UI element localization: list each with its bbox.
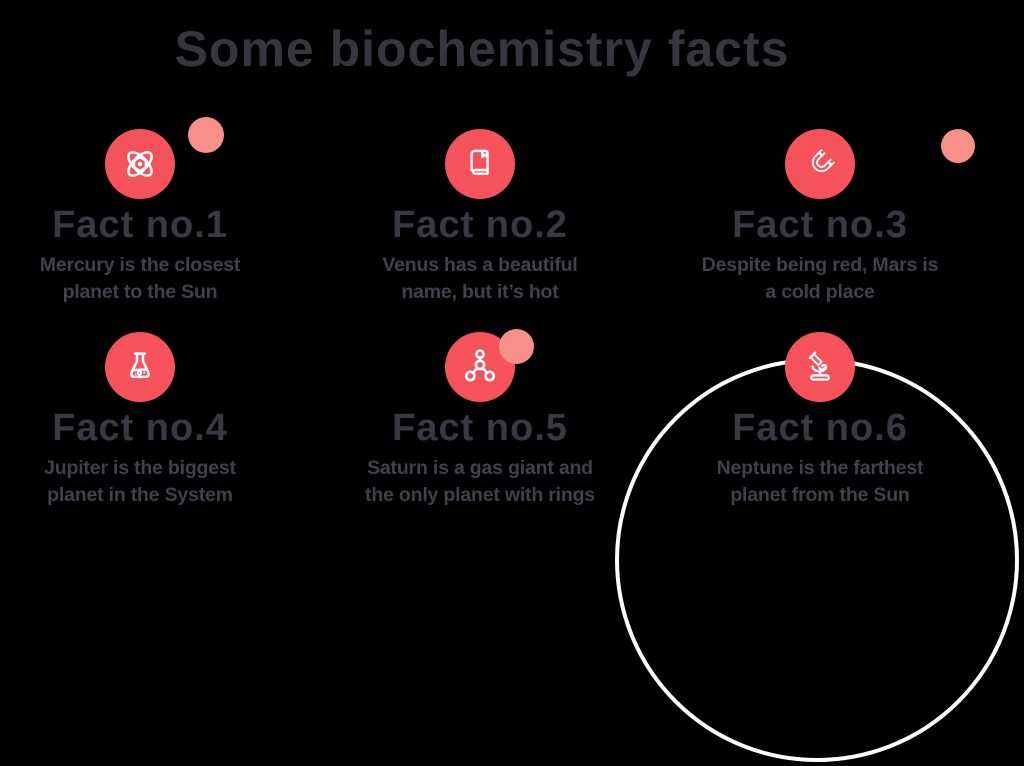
fact-description: Venus has a beautiful name, but it’s hot bbox=[382, 252, 577, 306]
fact-description: Despite being red, Mars is a cold place bbox=[701, 252, 939, 306]
fact-heading: Fact no.3 bbox=[732, 204, 908, 246]
fact-heading: Fact no.2 bbox=[392, 204, 568, 246]
fact-description-line: a cold place bbox=[765, 281, 875, 303]
fact-description: Saturn is a gas giant and the only plane… bbox=[365, 455, 595, 509]
fact-description-line: planet in the System bbox=[47, 484, 233, 506]
book-icon bbox=[459, 143, 501, 185]
icon-circle bbox=[785, 332, 855, 402]
fact-card-6: Fact no.6 Neptune is the farthest planet… bbox=[660, 332, 980, 509]
decorative-dot bbox=[499, 329, 534, 364]
fact-description-line: the only planet with rings bbox=[365, 484, 595, 506]
fact-heading: Fact no.4 bbox=[52, 407, 228, 449]
fact-description-line: Mercury is the closest bbox=[39, 254, 241, 276]
fact-description-line: planet from the Sun bbox=[730, 484, 910, 506]
icon-circle bbox=[105, 129, 175, 199]
icon-circle bbox=[785, 129, 855, 199]
microscope-icon bbox=[798, 345, 842, 389]
fact-description-line: Despite being red, Mars is bbox=[701, 254, 939, 276]
fact-description-line: Venus has a beautiful bbox=[382, 254, 578, 276]
fact-description: Mercury is the closest planet to the Sun bbox=[39, 252, 241, 306]
atom-icon bbox=[118, 142, 162, 186]
fact-description: Jupiter is the biggest planet in the Sys… bbox=[44, 455, 236, 509]
magnet-icon bbox=[798, 142, 842, 186]
icon-circle bbox=[445, 129, 515, 199]
fact-description-line: planet to the Sun bbox=[62, 281, 218, 303]
fact-card-1: Fact no.1 Mercury is the closest planet … bbox=[0, 129, 300, 306]
fact-description-line: Jupiter is the biggest bbox=[44, 457, 236, 479]
icon-circle bbox=[105, 332, 175, 402]
fact-description: Neptune is the farthest planet from the … bbox=[717, 455, 924, 509]
fact-description-line: Neptune is the farthest bbox=[716, 457, 924, 479]
fact-heading: Fact no.6 bbox=[732, 407, 908, 449]
molecule-icon bbox=[457, 344, 503, 390]
fact-card-3: Fact no.3 Despite being red, Mars is a c… bbox=[660, 129, 980, 306]
fact-card-4: Fact no.4 Jupiter is the biggest planet … bbox=[0, 332, 300, 509]
decorative-dot bbox=[941, 129, 975, 163]
fact-description-line: name, but it’s hot bbox=[401, 281, 559, 303]
flask-icon bbox=[118, 345, 162, 389]
page-title: Some biochemistry facts bbox=[174, 21, 790, 77]
fact-heading: Fact no.1 bbox=[52, 204, 228, 246]
fact-card-2: Fact no.2 Venus has a beautiful name, bu… bbox=[320, 129, 640, 306]
fact-description-line: Saturn is a gas giant and bbox=[367, 457, 593, 479]
fact-heading: Fact no.5 bbox=[392, 407, 568, 449]
fact-card-5: Fact no.5 Saturn is a gas giant and the … bbox=[320, 332, 640, 509]
decorative-dot bbox=[188, 117, 224, 153]
